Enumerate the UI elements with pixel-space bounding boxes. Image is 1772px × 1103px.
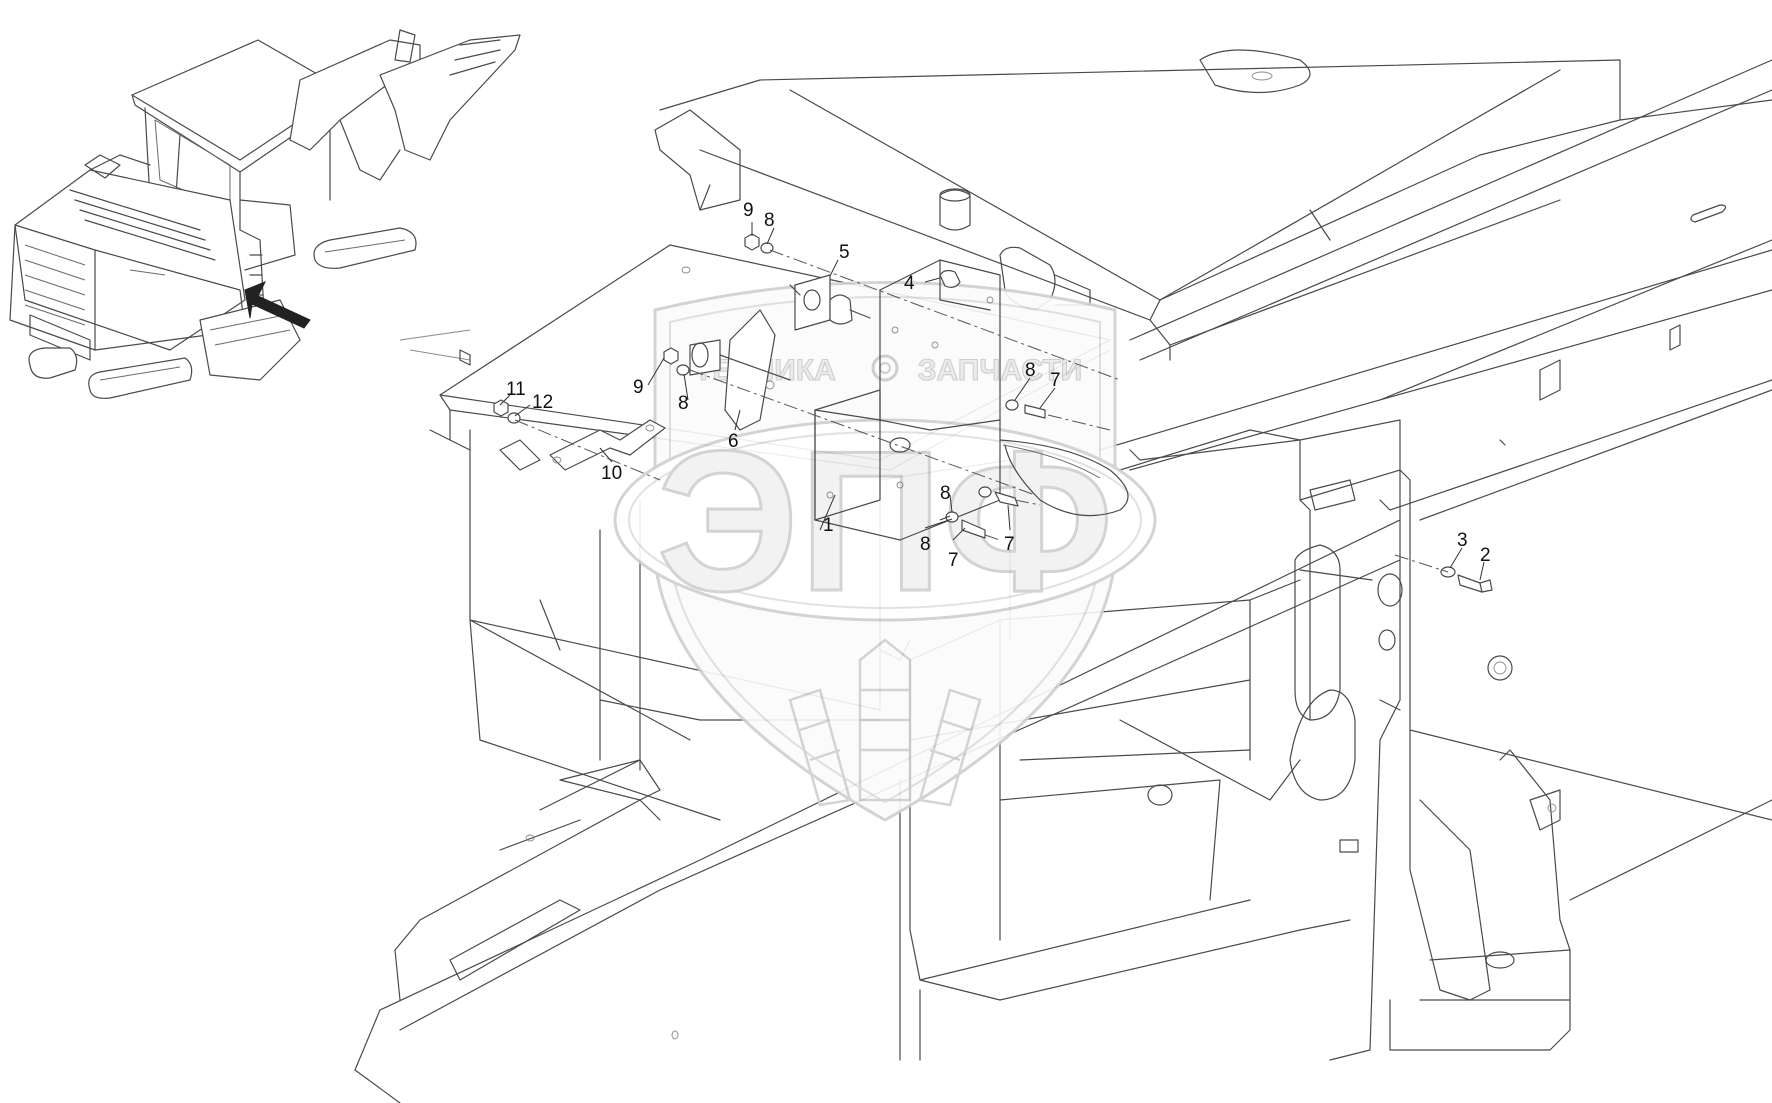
watermark-letters: ЭПФ [657,410,1114,633]
callout-labels: 1 2 3 4 5 6 7 7 7 8 8 8 8 8 9 9 10 11 12 [499,200,1491,581]
wheat-icon [788,638,982,807]
callout-8-middle: 8 [940,483,951,504]
callout-8-left: 8 [678,393,689,414]
callout-7-lower: 7 [948,550,959,571]
machine-overview-inset [9,29,521,399]
fasteners [493,233,1493,593]
callout-8-top: 8 [764,210,775,231]
switch-part-5 [789,274,871,331]
callout-9-top: 9 [743,200,754,221]
callout-10: 10 [601,463,622,484]
callout-7-right: 7 [1004,534,1015,555]
clamp-part-4 [939,269,961,288]
location-arrow-icon [244,281,311,329]
assembly-axis-lines [514,249,1449,573]
plate-part-6 [689,309,791,431]
callout-8-lower: 8 [920,534,931,555]
strap-part-10 [549,419,666,471]
callout-7-upper: 7 [1050,370,1061,391]
callout-9-left: 9 [633,377,644,398]
callout-11: 11 [506,379,526,400]
callout-6: 6 [728,431,739,452]
callout-8-right: 8 [1025,360,1036,381]
callout-1: 1 [823,515,834,536]
callout-12: 12 [532,392,553,413]
callout-5: 5 [839,242,850,263]
bracket-part-1 [814,259,1001,541]
callout-3: 3 [1457,530,1468,551]
callout-2: 2 [1480,545,1491,566]
cable-part [999,439,1129,517]
callout-4: 4 [904,273,915,294]
